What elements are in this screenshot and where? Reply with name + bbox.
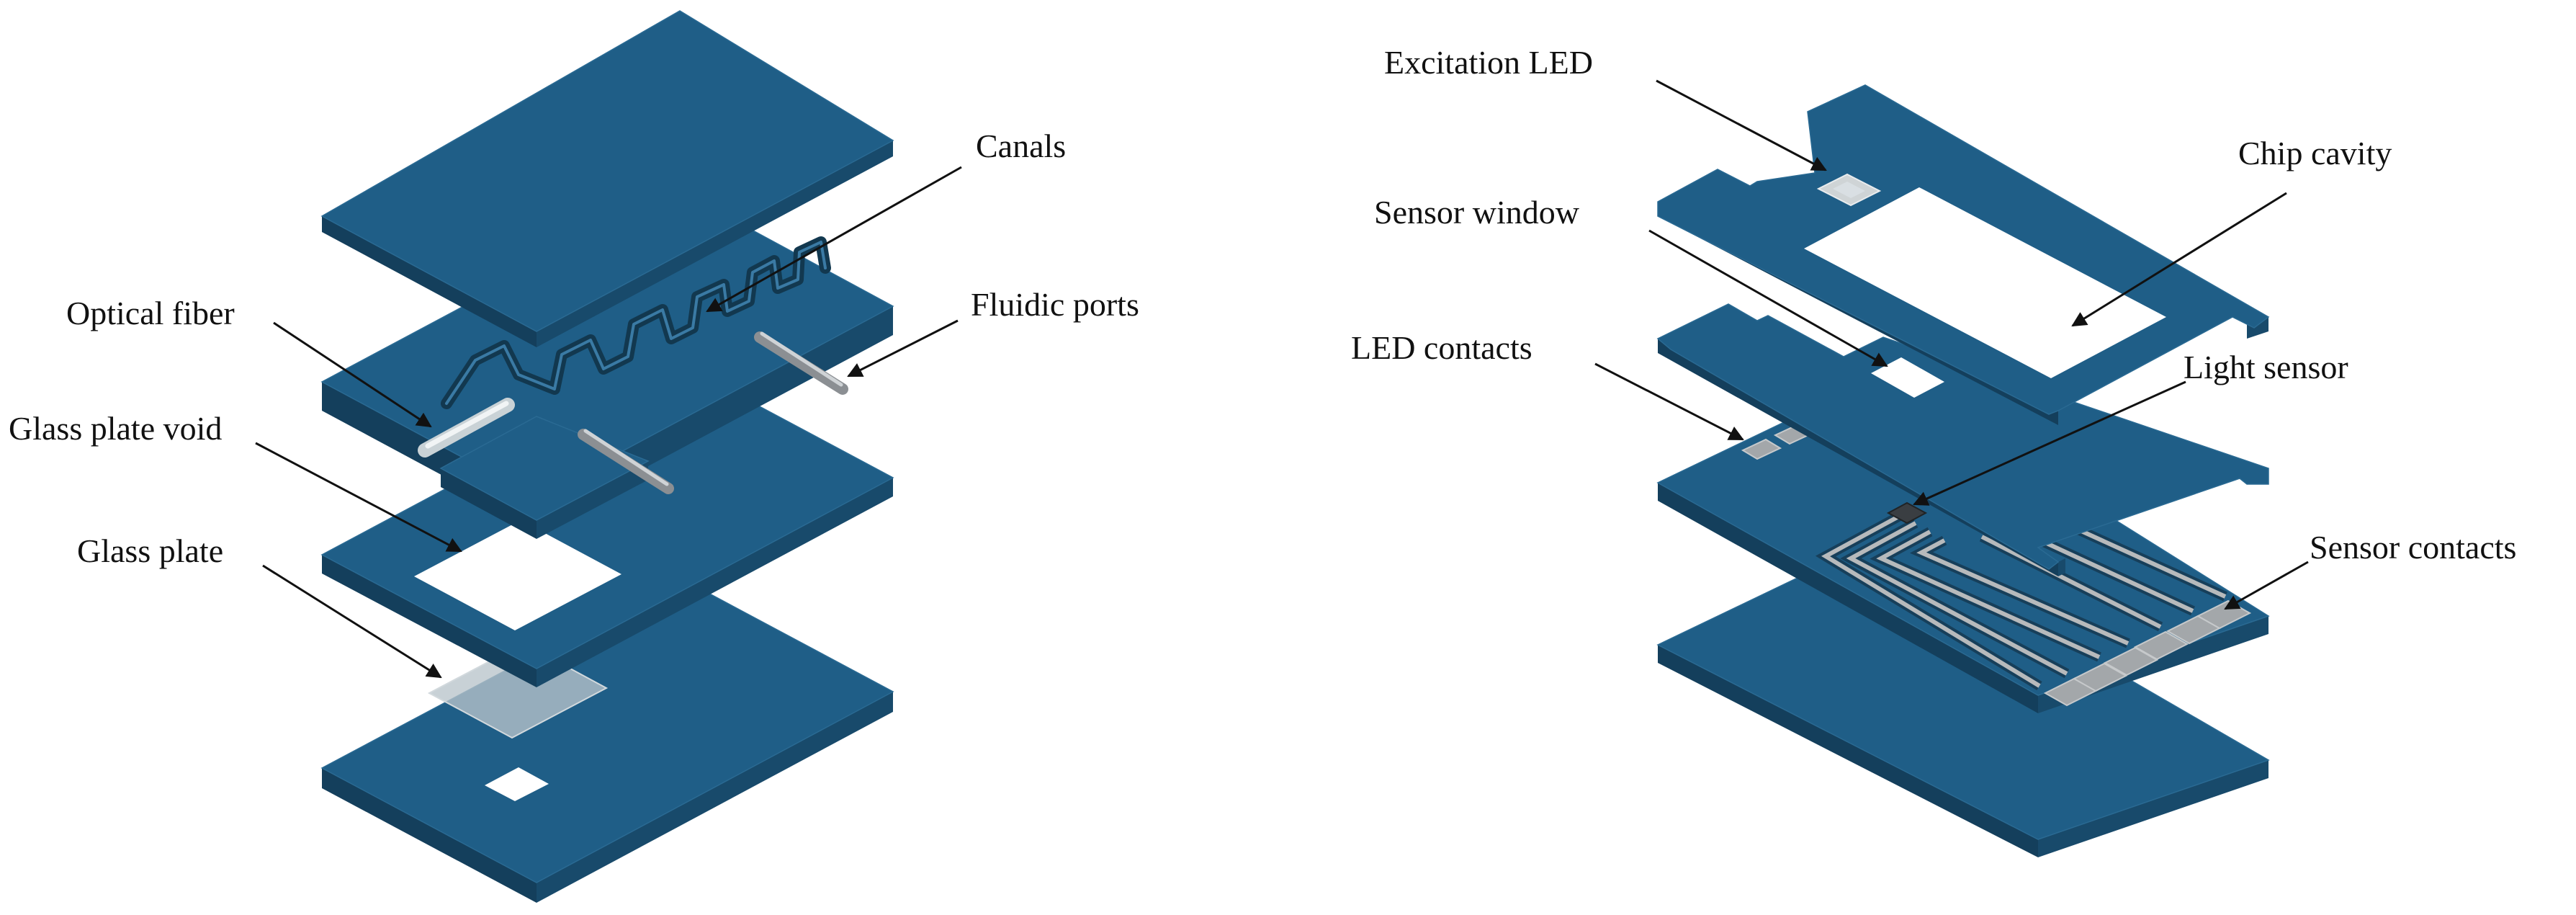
base-plate-window [485, 767, 549, 801]
pcb-layer [1656, 374, 2270, 713]
sensor-contact-pad-4 [2133, 630, 2189, 661]
sensor-contact-pad-2 [2072, 662, 2128, 692]
led-contacts-leader [1594, 362, 1744, 441]
sensor-window-leader [1648, 229, 1888, 367]
label-glass-plate-void: Glass plate void [9, 410, 222, 447]
glass-plate-void-leader [255, 442, 462, 553]
canals-leader [706, 166, 962, 313]
label-glass-plate: Glass plate [77, 532, 223, 569]
canal-plate [320, 190, 894, 539]
fluidic-port-right [754, 331, 848, 395]
right-bottom-board [1656, 536, 2270, 857]
void-plate [320, 363, 894, 687]
light-sensor-leader [1913, 380, 2186, 506]
sensor-window-shape [1871, 357, 1944, 398]
base-plate [320, 577, 894, 903]
label-sensor-window: Sensor window [1374, 194, 1580, 231]
label-led-contacts: LED contacts [1351, 329, 1532, 366]
light-sensor-chip [1886, 501, 1928, 525]
chip-cavity-shape [1804, 187, 2166, 378]
label-light-sensor: Light sensor [2184, 349, 2348, 385]
fluidic-ports-leader [847, 319, 959, 378]
sensor-window-layer [1656, 303, 2269, 576]
optical-fiber-leader [273, 321, 432, 428]
left-panel: Canals Fluidic ports Optical fiber Glass… [9, 10, 1139, 903]
label-canals: Canals [976, 128, 1066, 164]
glass-plate-void-shape [414, 520, 621, 630]
glass-plate-leader [262, 564, 442, 679]
label-excitation-led: Excitation LED [1384, 44, 1593, 81]
chip-cavity-leader [2071, 192, 2287, 327]
chip-cavity-layer [1657, 84, 2270, 425]
label-optical-fiber: Optical fiber [66, 295, 235, 331]
label-chip-cavity: Chip cavity [2238, 135, 2392, 171]
led-contact-pad-1 [1741, 438, 1782, 460]
right-panel: Excitation LED Chip cavity Sensor window… [1351, 44, 2516, 857]
fluidic-port-left [578, 429, 674, 494]
label-fluidic-ports: Fluidic ports [971, 286, 1139, 323]
excitation-led-leader [1656, 79, 1827, 171]
sensor-contacts-leader [2224, 561, 2309, 610]
label-sensor-contacts: Sensor contacts [2310, 529, 2516, 566]
lid-plate [320, 10, 894, 347]
